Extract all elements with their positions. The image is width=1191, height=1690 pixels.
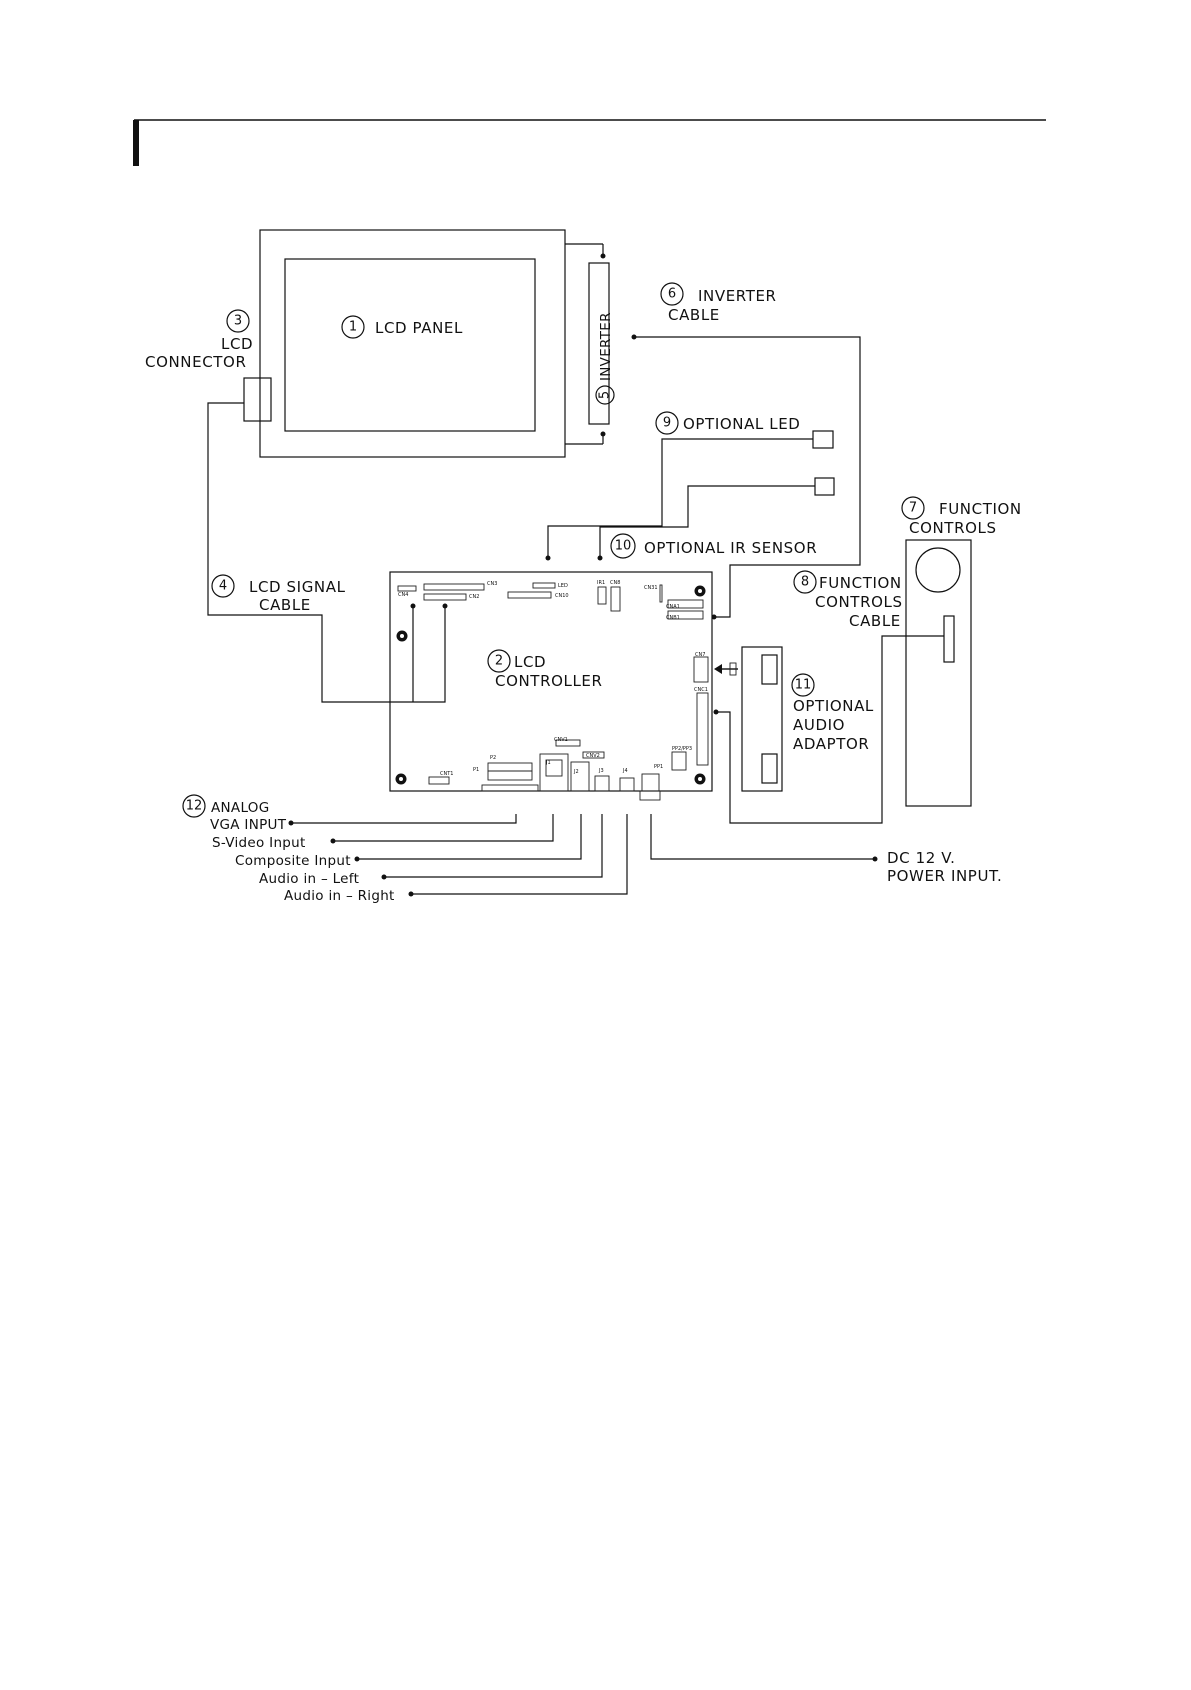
- svg-text:ANALOG: ANALOG: [211, 800, 270, 816]
- svg-text:J2: J2: [573, 769, 579, 775]
- svg-text:CN31: CN31: [644, 585, 658, 591]
- svg-text:CONTROLLER: CONTROLLER: [495, 672, 603, 690]
- dc-power-input-label: DC 12 V. POWER INPUT.: [887, 849, 1002, 885]
- lcd-controller-board: [389, 571, 713, 801]
- function-controls-cable: [713, 635, 944, 824]
- svg-text:P2: P2: [490, 755, 496, 761]
- svg-text:FUNCTION: FUNCTION: [819, 574, 902, 592]
- svg-text:PP1: PP1: [654, 764, 663, 770]
- lcd-connector-label: 3 LCD CONNECTOR: [145, 309, 253, 371]
- svg-text:INVERTER: INVERTER: [698, 287, 777, 305]
- svg-text:CN7: CN7: [695, 652, 705, 658]
- svg-text:LCD SIGNAL: LCD SIGNAL: [249, 578, 346, 596]
- svg-text:CABLE: CABLE: [849, 612, 901, 630]
- mounting-holes: [395, 585, 706, 785]
- svg-text:CN10: CN10: [555, 593, 569, 599]
- optional-audio-adaptor: [714, 646, 783, 792]
- svg-text:CN3: CN3: [487, 581, 497, 587]
- svg-text:CN8: CN8: [610, 580, 620, 586]
- svg-text:LCD PANEL: LCD PANEL: [375, 319, 463, 337]
- svg-text:CNV2: CNV2: [586, 753, 600, 759]
- svg-text:OPTIONAL: OPTIONAL: [793, 697, 874, 715]
- svg-text:J4: J4: [622, 768, 628, 774]
- svg-text:LCD: LCD: [514, 653, 546, 671]
- svg-text:FUNCTION: FUNCTION: [939, 500, 1022, 518]
- audio-left-label: Audio in – Left: [259, 871, 359, 887]
- svg-text:ADAPTOR: ADAPTOR: [793, 735, 869, 753]
- svg-text:CNB1: CNB1: [666, 615, 680, 621]
- svg-text:CNA1: CNA1: [666, 604, 680, 610]
- svg-text:CN2: CN2: [469, 594, 479, 600]
- svg-text:CABLE: CABLE: [668, 306, 720, 324]
- svg-text:1: 1: [349, 320, 357, 335]
- svg-text:7: 7: [909, 501, 917, 516]
- svg-text:VGA INPUT: VGA INPUT: [210, 817, 287, 833]
- composite-input-label: Composite Input: [235, 853, 351, 869]
- svg-text:3: 3: [234, 314, 242, 329]
- svg-text:4: 4: [219, 579, 227, 594]
- optional-ir-sensor-label: 10 OPTIONAL IR SENSOR: [610, 533, 817, 559]
- svg-text:DC 12 V.: DC 12 V.: [887, 849, 956, 867]
- optional-audio-adaptor-label: 11 OPTIONAL AUDIO ADAPTOR: [791, 673, 874, 753]
- svg-text:CONNECTOR: CONNECTOR: [145, 353, 246, 371]
- inverter-cable-label: 6 INVERTER CABLE: [660, 282, 777, 324]
- svg-text:IR1: IR1: [597, 580, 605, 586]
- svg-text:2: 2: [495, 654, 503, 669]
- svg-text:CONTROLS: CONTROLS: [815, 593, 903, 611]
- function-controls-label: 7 FUNCTION CONTROLS: [901, 496, 1022, 537]
- lcd-panel: [259, 229, 566, 458]
- optional-ir-sensor: [597, 477, 835, 561]
- optional-led: [545, 430, 834, 561]
- svg-text:OPTIONAL LED: OPTIONAL LED: [683, 415, 800, 433]
- analog-vga-input-label: 12 ANALOG VGA INPUT: [182, 794, 287, 833]
- svg-text:INVERTER: INVERTER: [598, 312, 614, 381]
- lcd-controller-label: 2 LCD CONTROLLER: [487, 649, 603, 690]
- optional-led-label: 9 OPTIONAL LED: [655, 411, 800, 435]
- inverter-label: 5 INVERTER: [595, 312, 615, 405]
- board-silkscreen: CN4 CN3 CN2 LED CN10 IR1 CN8 CN31 CNA1 C…: [398, 580, 708, 777]
- svg-text:5: 5: [598, 391, 613, 399]
- svg-text:J1: J1: [545, 760, 551, 766]
- lcd-signal-cable: [207, 402, 448, 703]
- svg-text:LED: LED: [558, 583, 568, 589]
- svg-text:PP2/PP3: PP2/PP3: [672, 746, 692, 752]
- svg-text:CONTROLS: CONTROLS: [909, 519, 997, 537]
- svg-text:POWER INPUT.: POWER INPUT.: [887, 867, 1002, 885]
- svg-text:10: 10: [615, 539, 632, 554]
- svg-text:P1: P1: [473, 767, 479, 773]
- header-rule: [133, 119, 1046, 166]
- svg-text:CNV1: CNV1: [554, 737, 568, 743]
- svg-text:CN4: CN4: [398, 592, 408, 598]
- svg-text:CABLE: CABLE: [259, 596, 311, 614]
- function-controls-cable-label: 8 FUNCTION CONTROLS CABLE: [793, 570, 903, 630]
- lcd-signal-cable-label: 4 LCD SIGNAL CABLE: [211, 574, 346, 614]
- input-leads: [288, 814, 878, 897]
- svg-text:LCD: LCD: [221, 335, 253, 353]
- svg-text:9: 9: [663, 416, 671, 431]
- inverter-cable: [631, 334, 861, 620]
- svg-text:11: 11: [795, 678, 812, 693]
- lcd-connector: [243, 377, 272, 422]
- svg-text:8: 8: [801, 575, 809, 590]
- svg-text:CNC1: CNC1: [694, 687, 708, 693]
- svg-text:CNT1: CNT1: [440, 771, 453, 777]
- svg-text:12: 12: [186, 799, 203, 814]
- inverter: [565, 243, 610, 445]
- svg-text:OPTIONAL IR SENSOR: OPTIONAL IR SENSOR: [644, 539, 817, 557]
- function-controls: [905, 539, 972, 807]
- svg-text:J3: J3: [598, 768, 604, 774]
- audio-right-label: Audio in – Right: [284, 888, 395, 904]
- lcd-panel-label: 1 LCD PANEL: [341, 315, 463, 339]
- svg-text:AUDIO: AUDIO: [793, 716, 845, 734]
- s-video-input-label: S-Video Input: [212, 835, 306, 851]
- svg-text:6: 6: [668, 287, 676, 302]
